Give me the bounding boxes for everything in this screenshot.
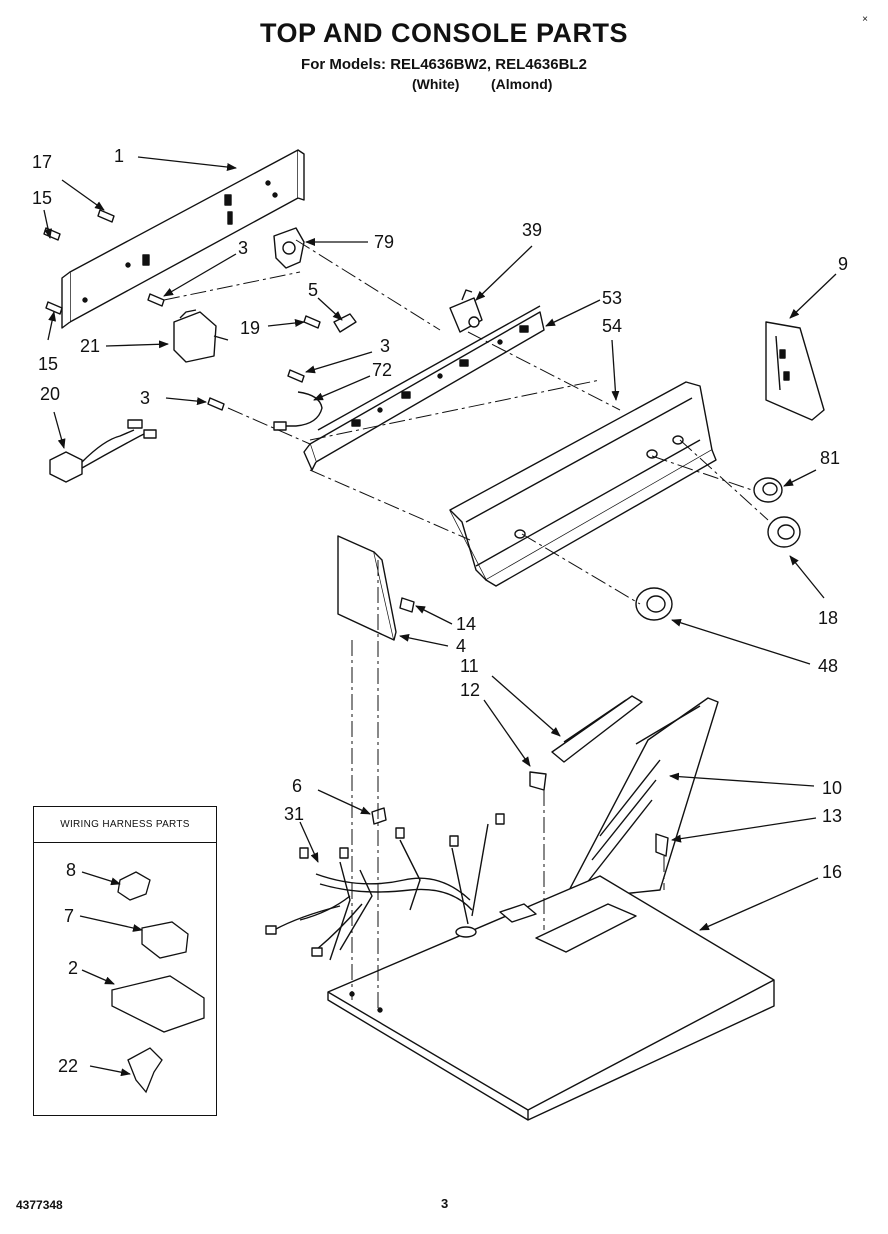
part-1-rear-panel — [61, 149, 305, 329]
callout-39: 39 — [522, 220, 542, 240]
part-53-control-bracket — [303, 305, 545, 471]
legend-item-8: 8 — [66, 860, 76, 880]
part-39-relay — [449, 289, 483, 333]
callout-48: 48 — [818, 656, 838, 676]
part-21-switch — [173, 309, 229, 363]
knobs — [635, 477, 801, 621]
callout-12: 12 — [460, 680, 480, 700]
legend-item-22: 22 — [58, 1056, 78, 1076]
part-6-clip — [371, 807, 387, 825]
part-13-screw — [655, 833, 669, 857]
callout-3: 3 — [140, 388, 150, 408]
legend-labels: 8 7 2 22 — [58, 860, 78, 1076]
callout-15: 15 — [32, 188, 52, 208]
callout-1: 1 — [114, 146, 124, 166]
callout-19: 19 — [240, 318, 260, 338]
part-79-bracket — [273, 227, 305, 269]
part-20-harness — [49, 419, 157, 483]
part-drawings — [43, 149, 825, 1121]
callout-31: 31 — [284, 804, 304, 824]
callout-9: 9 — [838, 254, 848, 274]
wiring-harness-parts-legend: WIRING HARNESS PARTS — [33, 806, 217, 1116]
page-number: 3 — [441, 1196, 449, 1211]
callout-20: 20 — [40, 384, 60, 404]
legend-item-7: 7 — [64, 906, 74, 926]
callout-6: 6 — [292, 776, 302, 796]
callout-13: 13 — [822, 806, 842, 826]
callout-14: 14 — [456, 614, 476, 634]
part-10-graphic-panel — [563, 697, 719, 901]
callout-17: 17 — [32, 152, 52, 172]
callout-10: 10 — [822, 778, 842, 798]
callout-labels: 1 17 15 3 79 39 9 5 53 54 19 21 15 3 72 … — [32, 146, 848, 882]
part-11-bezel — [529, 695, 643, 791]
callout-arrows — [43, 156, 837, 931]
callout-11: 11 — [460, 656, 479, 676]
callout-4: 4 — [456, 636, 466, 656]
callout-79: 79 — [374, 232, 394, 252]
close-icon: × — [862, 14, 868, 25]
legend-heading: WIRING HARNESS PARTS — [34, 807, 216, 843]
alignment-lines — [163, 239, 769, 1010]
page-title: TOP AND CONSOLE PARTS — [259, 18, 629, 48]
legend-arrows — [79, 871, 143, 1077]
part-16-top — [327, 875, 775, 1121]
document-number: 4377348 — [16, 1198, 63, 1212]
part-31-wiring-harness — [265, 813, 505, 961]
callout-15: 15 — [38, 354, 58, 374]
callout-53: 53 — [602, 288, 622, 308]
callout-3: 3 — [238, 238, 248, 258]
part-72-wire — [284, 391, 323, 427]
callout-81: 81 — [820, 448, 840, 468]
color-almond-label: (Almond) — [491, 76, 553, 92]
callout-3: 3 — [380, 336, 390, 356]
callout-54: 54 — [602, 316, 622, 336]
part-9-end-cap — [765, 321, 825, 421]
callout-72: 72 — [372, 360, 392, 380]
models-line: For Models: REL4636BW2, REL4636BL2 — [301, 56, 587, 73]
callout-16: 16 — [822, 862, 842, 882]
legend-part-drawings — [111, 871, 205, 1094]
legend-item-2: 2 — [68, 958, 78, 978]
part-4-side-panel — [337, 535, 415, 641]
callout-5: 5 — [308, 280, 318, 300]
callout-18: 18 — [818, 608, 838, 628]
color-white-label: (White) — [412, 76, 460, 92]
part-5-clip — [333, 313, 357, 333]
callout-21: 21 — [80, 336, 100, 356]
part-54-console — [449, 381, 717, 587]
